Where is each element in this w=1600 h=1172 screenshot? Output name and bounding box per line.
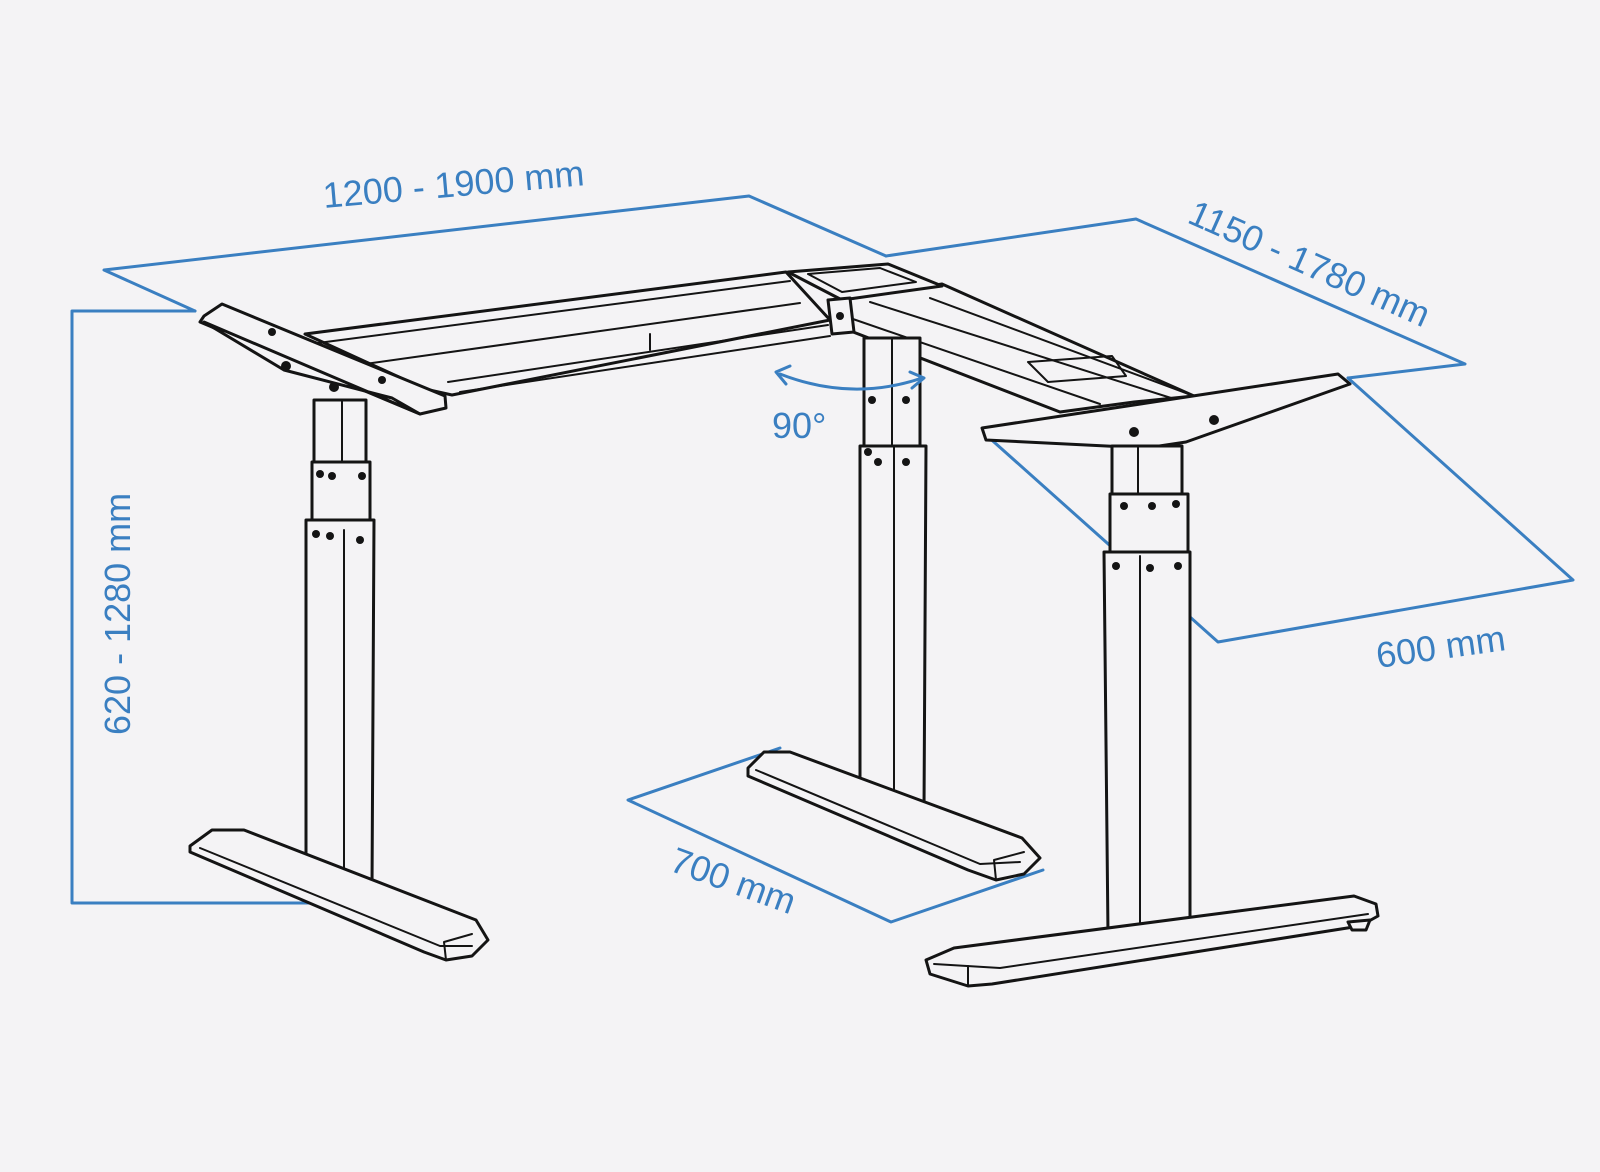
- right-mounting-plate: [980, 372, 1352, 450]
- main-crossbar: [303, 270, 832, 397]
- dimension-label-height: 620 - 1280 mm: [97, 493, 138, 735]
- left-foot: [188, 828, 490, 962]
- right-leg: [1102, 444, 1192, 936]
- dimension-outlines: [70, 194, 1575, 924]
- dimension-label-depth-side: 600 mm: [1373, 617, 1507, 676]
- depth-600-outline: [983, 376, 1575, 644]
- left-leg-lower: [304, 518, 376, 890]
- desktop-outline-side: [884, 217, 1467, 380]
- desktop-outline-main: [102, 194, 888, 313]
- middle-foot: [746, 750, 1042, 882]
- dimension-label-width-main: 1200 - 1900 mm: [321, 152, 586, 216]
- left-foot-base: [188, 828, 490, 962]
- foot-700-outline: [626, 746, 1045, 924]
- right-top-plate: [980, 372, 1352, 450]
- left-mounting-plate: [198, 302, 448, 416]
- left-leg: [304, 398, 376, 890]
- dimension-label-width-side: 1150 - 1780 mm: [1183, 192, 1437, 335]
- right-leg-lower: [1102, 550, 1192, 936]
- angle-arrow-icon: [774, 364, 926, 391]
- middle-foot-base: [746, 750, 1042, 882]
- middle-leg: [858, 336, 928, 812]
- dimension-label-foot-depth: 700 mm: [665, 839, 801, 922]
- dimension-label-angle: 90°: [772, 405, 826, 446]
- right-foot: [924, 894, 1380, 988]
- left-top-plate: [198, 302, 448, 416]
- height-dimension-line: [70, 309, 312, 905]
- corner-plate: [786, 262, 944, 336]
